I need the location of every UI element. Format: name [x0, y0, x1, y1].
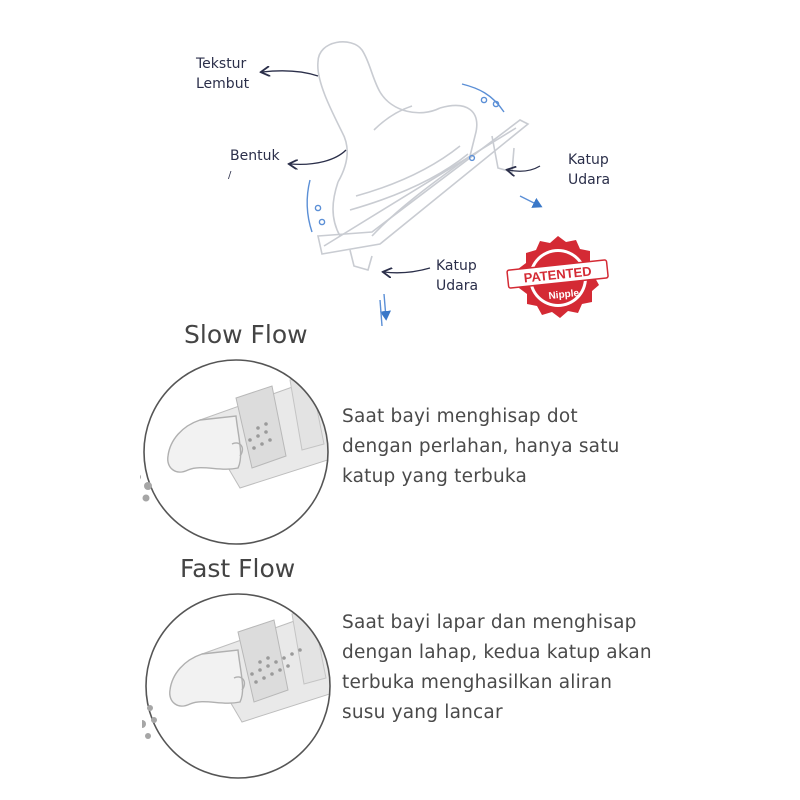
slow-flow-description: Saat bayi menghisap dot dengan perlahan,… [342, 402, 620, 492]
fast-flow-description: Saat bayi lapar dan menghisap dengan lah… [342, 608, 652, 728]
nipple-illustration [318, 42, 528, 270]
label-air-valve-bottom-line1: Katup [436, 256, 478, 276]
nipple-diagram: / PATENTED Nipple [0, 0, 800, 340]
slow-flow-illustration [140, 356, 340, 556]
slow-flow-line-1: Saat bayi menghisap dot [342, 402, 620, 432]
fast-flow-illustration [142, 590, 342, 790]
label-air-valve-right-line2: Udara [568, 170, 610, 190]
label-shape-text: Bentuk [230, 146, 280, 166]
air-flow-indicators [307, 84, 540, 326]
svg-text:/: / [228, 170, 232, 181]
fast-flow-heading: Fast Flow [180, 554, 295, 583]
label-soft-texture: Tekstur Lembut [196, 54, 249, 94]
label-air-valve-bottom: Katup Udara [436, 256, 478, 296]
label-air-valve-bottom-line2: Udara [436, 276, 478, 296]
milk-drops-icon [140, 474, 152, 502]
slow-flow-line-2: dengan perlahan, hanya satu [342, 432, 620, 462]
fast-flow-line-3: terbuka menghasilkan aliran [342, 668, 652, 698]
milk-drops-icon [142, 705, 157, 739]
label-air-valve-right-line1: Katup [568, 150, 610, 170]
label-air-valve-right: Katup Udara [568, 150, 610, 190]
slow-flow-heading: Slow Flow [184, 320, 308, 349]
label-soft-texture-line2: Lembut [196, 74, 249, 94]
fast-flow-line-2: dengan lahap, kedua katup akan [342, 638, 652, 668]
label-shape: Bentuk [230, 146, 280, 166]
fast-flow-line-1: Saat bayi lapar dan menghisap [342, 608, 652, 638]
fast-flow-line-4: susu yang lancar [342, 698, 652, 728]
slow-flow-line-3: katup yang terbuka [342, 462, 620, 492]
label-soft-texture-line1: Tekstur [196, 54, 249, 74]
patented-badge: PATENTED Nipple [507, 236, 608, 318]
